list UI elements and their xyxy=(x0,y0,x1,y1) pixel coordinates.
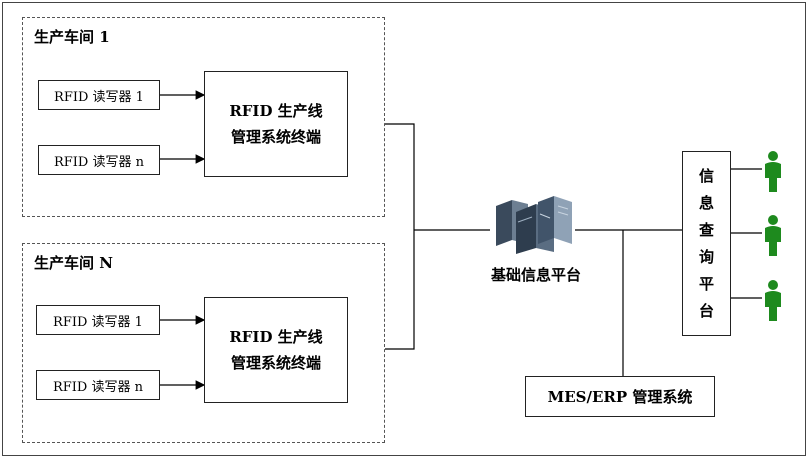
workshop-1-reader-1: RFID 读写器 1 xyxy=(38,80,160,110)
terminal-line-1: RFID 生产线 xyxy=(229,102,323,120)
workshop-n-reader-1: RFID 读写器 1 xyxy=(36,305,160,335)
mes-erp-box: MES/ERP 管理系统 xyxy=(525,376,715,417)
query-char: 信 xyxy=(698,166,714,185)
workshop-n-terminal: RFID 生产线 管理系统终端 xyxy=(204,297,348,403)
workshop-n xyxy=(22,243,385,443)
query-platform: 信 息 查 询 平 台 xyxy=(682,151,731,336)
wire-workshops-bus xyxy=(385,123,415,350)
workshop-1-title: 生产车间 1 xyxy=(34,28,110,46)
terminal-line-1: RFID 生产线 xyxy=(229,328,323,346)
workshop-1-terminal: RFID 生产线 管理系统终端 xyxy=(204,71,348,177)
query-char: 查 xyxy=(698,220,714,239)
terminal-line-2: 管理系统终端 xyxy=(230,128,321,146)
user-icon xyxy=(765,280,781,321)
query-char: 台 xyxy=(698,301,714,320)
platform-label: 基础信息平台 xyxy=(490,266,581,284)
query-char: 息 xyxy=(698,193,714,212)
query-char: 询 xyxy=(698,247,714,266)
user-icon xyxy=(765,151,781,192)
workshop-1-reader-n: RFID 读写器 n xyxy=(38,145,160,175)
diagram-frame xyxy=(2,2,806,456)
query-char: 平 xyxy=(698,274,714,293)
workshop-1 xyxy=(22,17,385,217)
terminal-line-2: 管理系统终端 xyxy=(230,354,321,372)
workshop-n-title: 生产车间 N xyxy=(34,254,113,272)
user-icon xyxy=(765,215,781,256)
server-icon xyxy=(496,196,572,254)
workshop-n-reader-n: RFID 读写器 n xyxy=(36,370,160,400)
